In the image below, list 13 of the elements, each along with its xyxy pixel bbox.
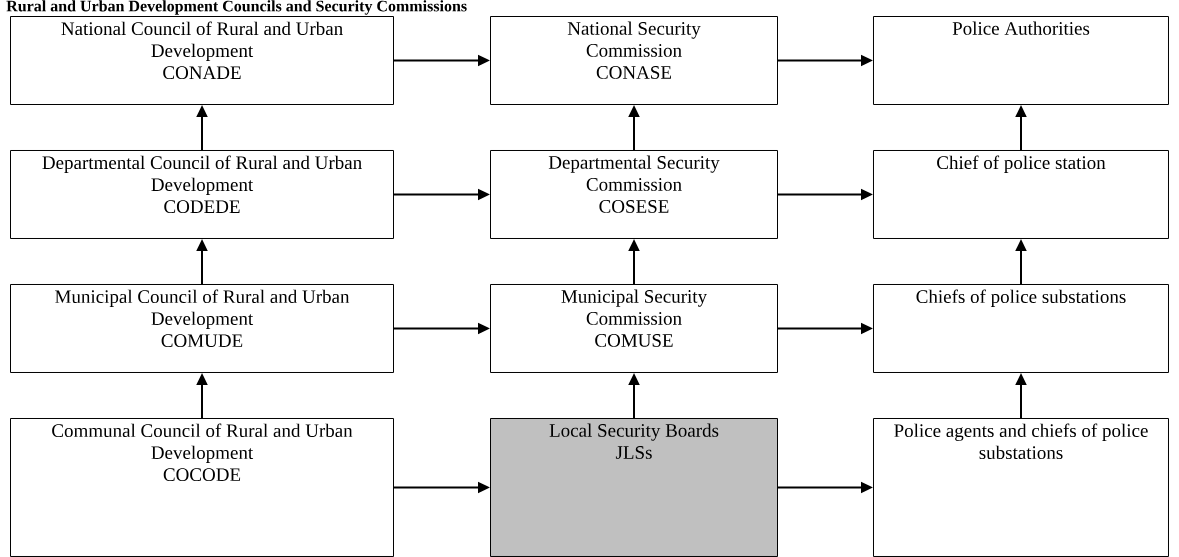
title: Rural and Urban Development Councils and Security Commissions [6, 0, 467, 15]
org-box: Local Security Boards JLSs [490, 418, 778, 557]
org-box: Chiefs of police substations [873, 284, 1169, 373]
org-box: Chief of police station [873, 150, 1169, 239]
org-box: Departmental Security Commission COSESE [490, 150, 778, 239]
org-box: Municipal Security Commission COMUSE [490, 284, 778, 373]
org-box: Police Authorities [873, 16, 1169, 105]
org-box: Communal Council of Rural and Urban Development COCODE [10, 418, 394, 557]
org-box: Departmental Council of Rural and Urban Development CODEDE [10, 150, 394, 239]
org-box: Municipal Council of Rural and Urban Development COMUDE [10, 284, 394, 373]
org-box: National Council of Rural and Urban Development CONADE [10, 16, 394, 105]
org-box: National Security Commission CONASE [490, 16, 778, 105]
org-box: Police agents and chiefs of police substations [873, 418, 1169, 557]
